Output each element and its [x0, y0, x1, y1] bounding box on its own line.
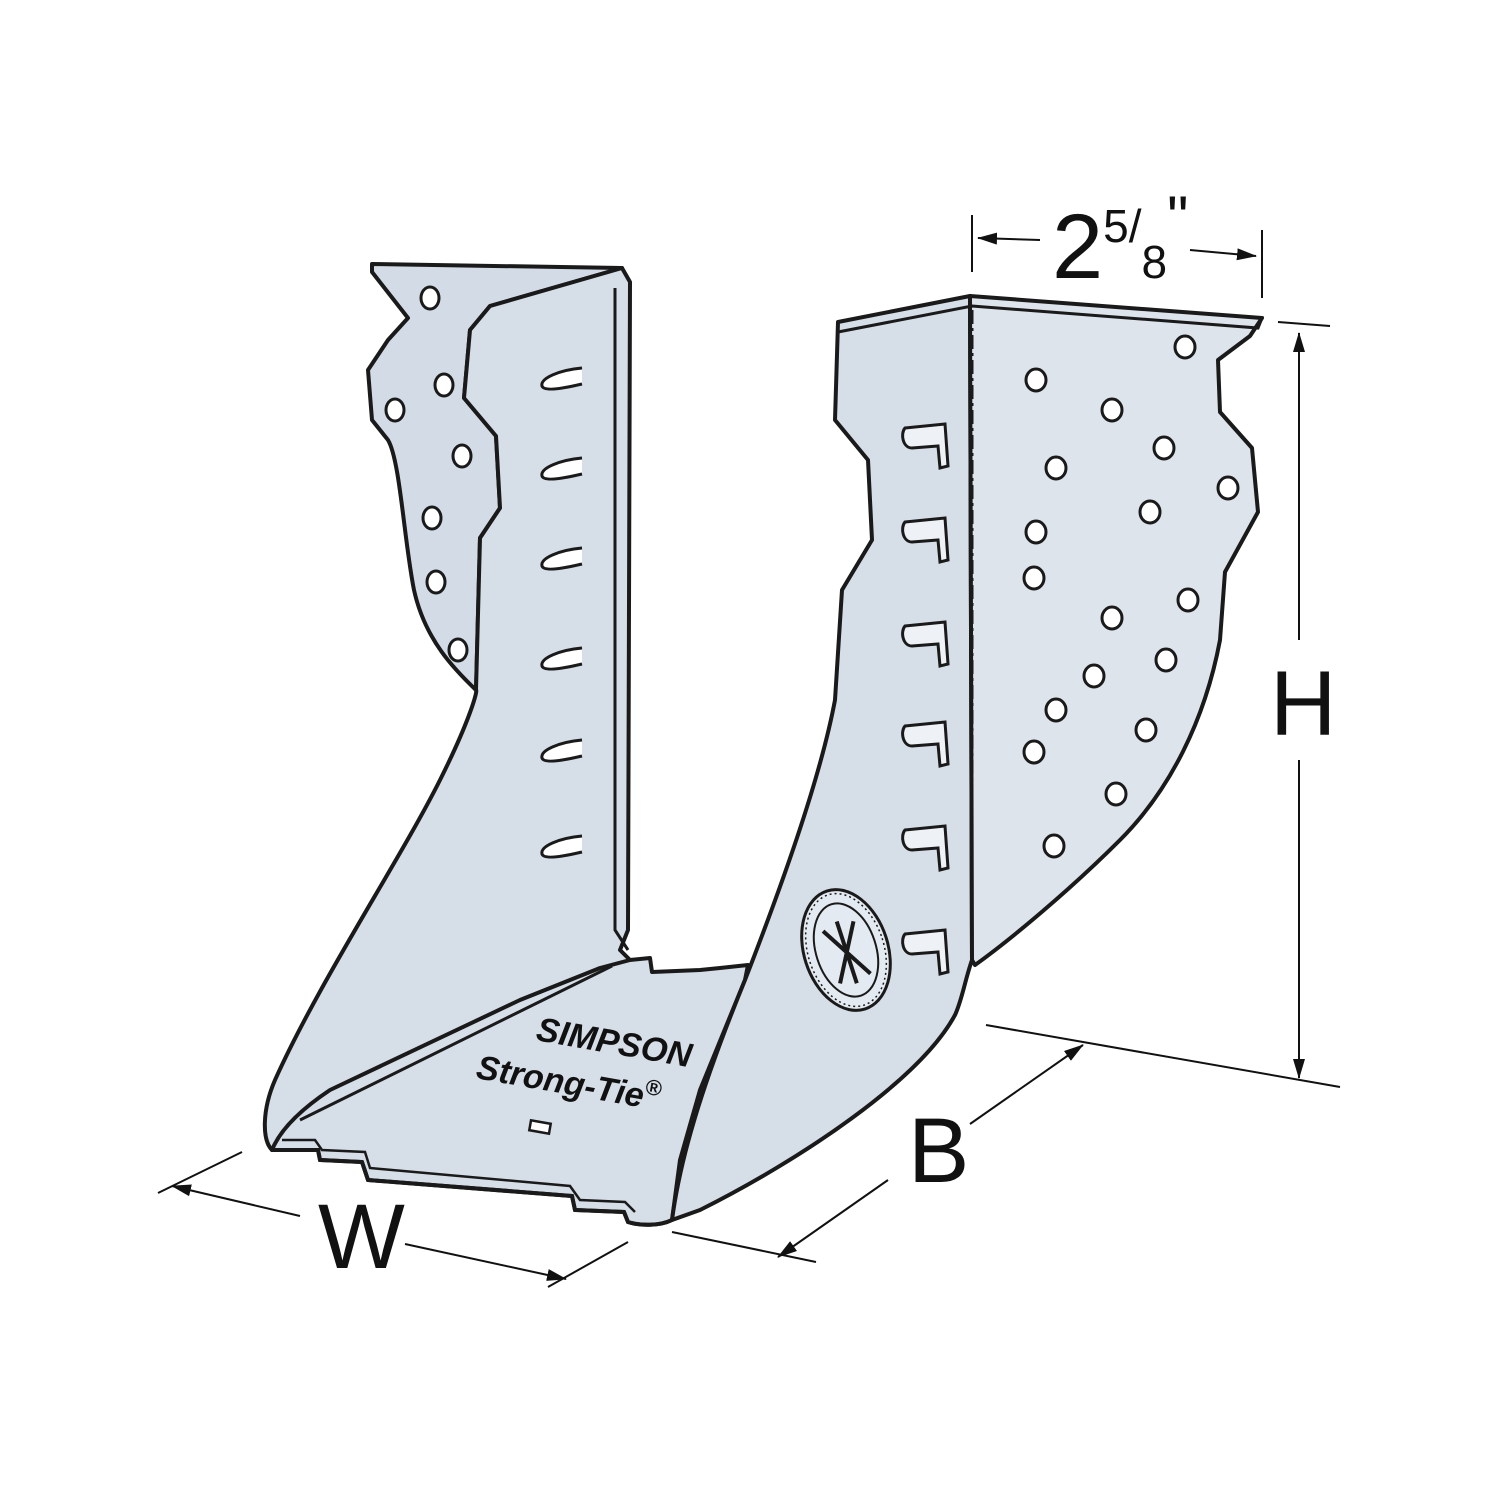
- right-wall-tabs: [901, 422, 950, 976]
- height-label: H: [1270, 653, 1336, 755]
- dimension-top-width: 25/8": [971, 184, 1263, 298]
- certification-seal: [800, 888, 892, 1012]
- dimension-width: W: [157, 1151, 629, 1288]
- left-flange-nail-holes: [384, 285, 473, 663]
- right-flange-nail-holes: [1022, 334, 1240, 859]
- dimension-height: H: [985, 321, 1341, 1088]
- bearing-label: B: [908, 1100, 969, 1202]
- left-wall-slots: [540, 366, 583, 859]
- top-width-label: 25/8": [1052, 184, 1188, 298]
- width-label: W: [318, 1186, 405, 1288]
- right-side-wall: [670, 294, 974, 1222]
- dimension-bearing: B: [671, 1044, 1084, 1263]
- right-flange: [968, 294, 1264, 967]
